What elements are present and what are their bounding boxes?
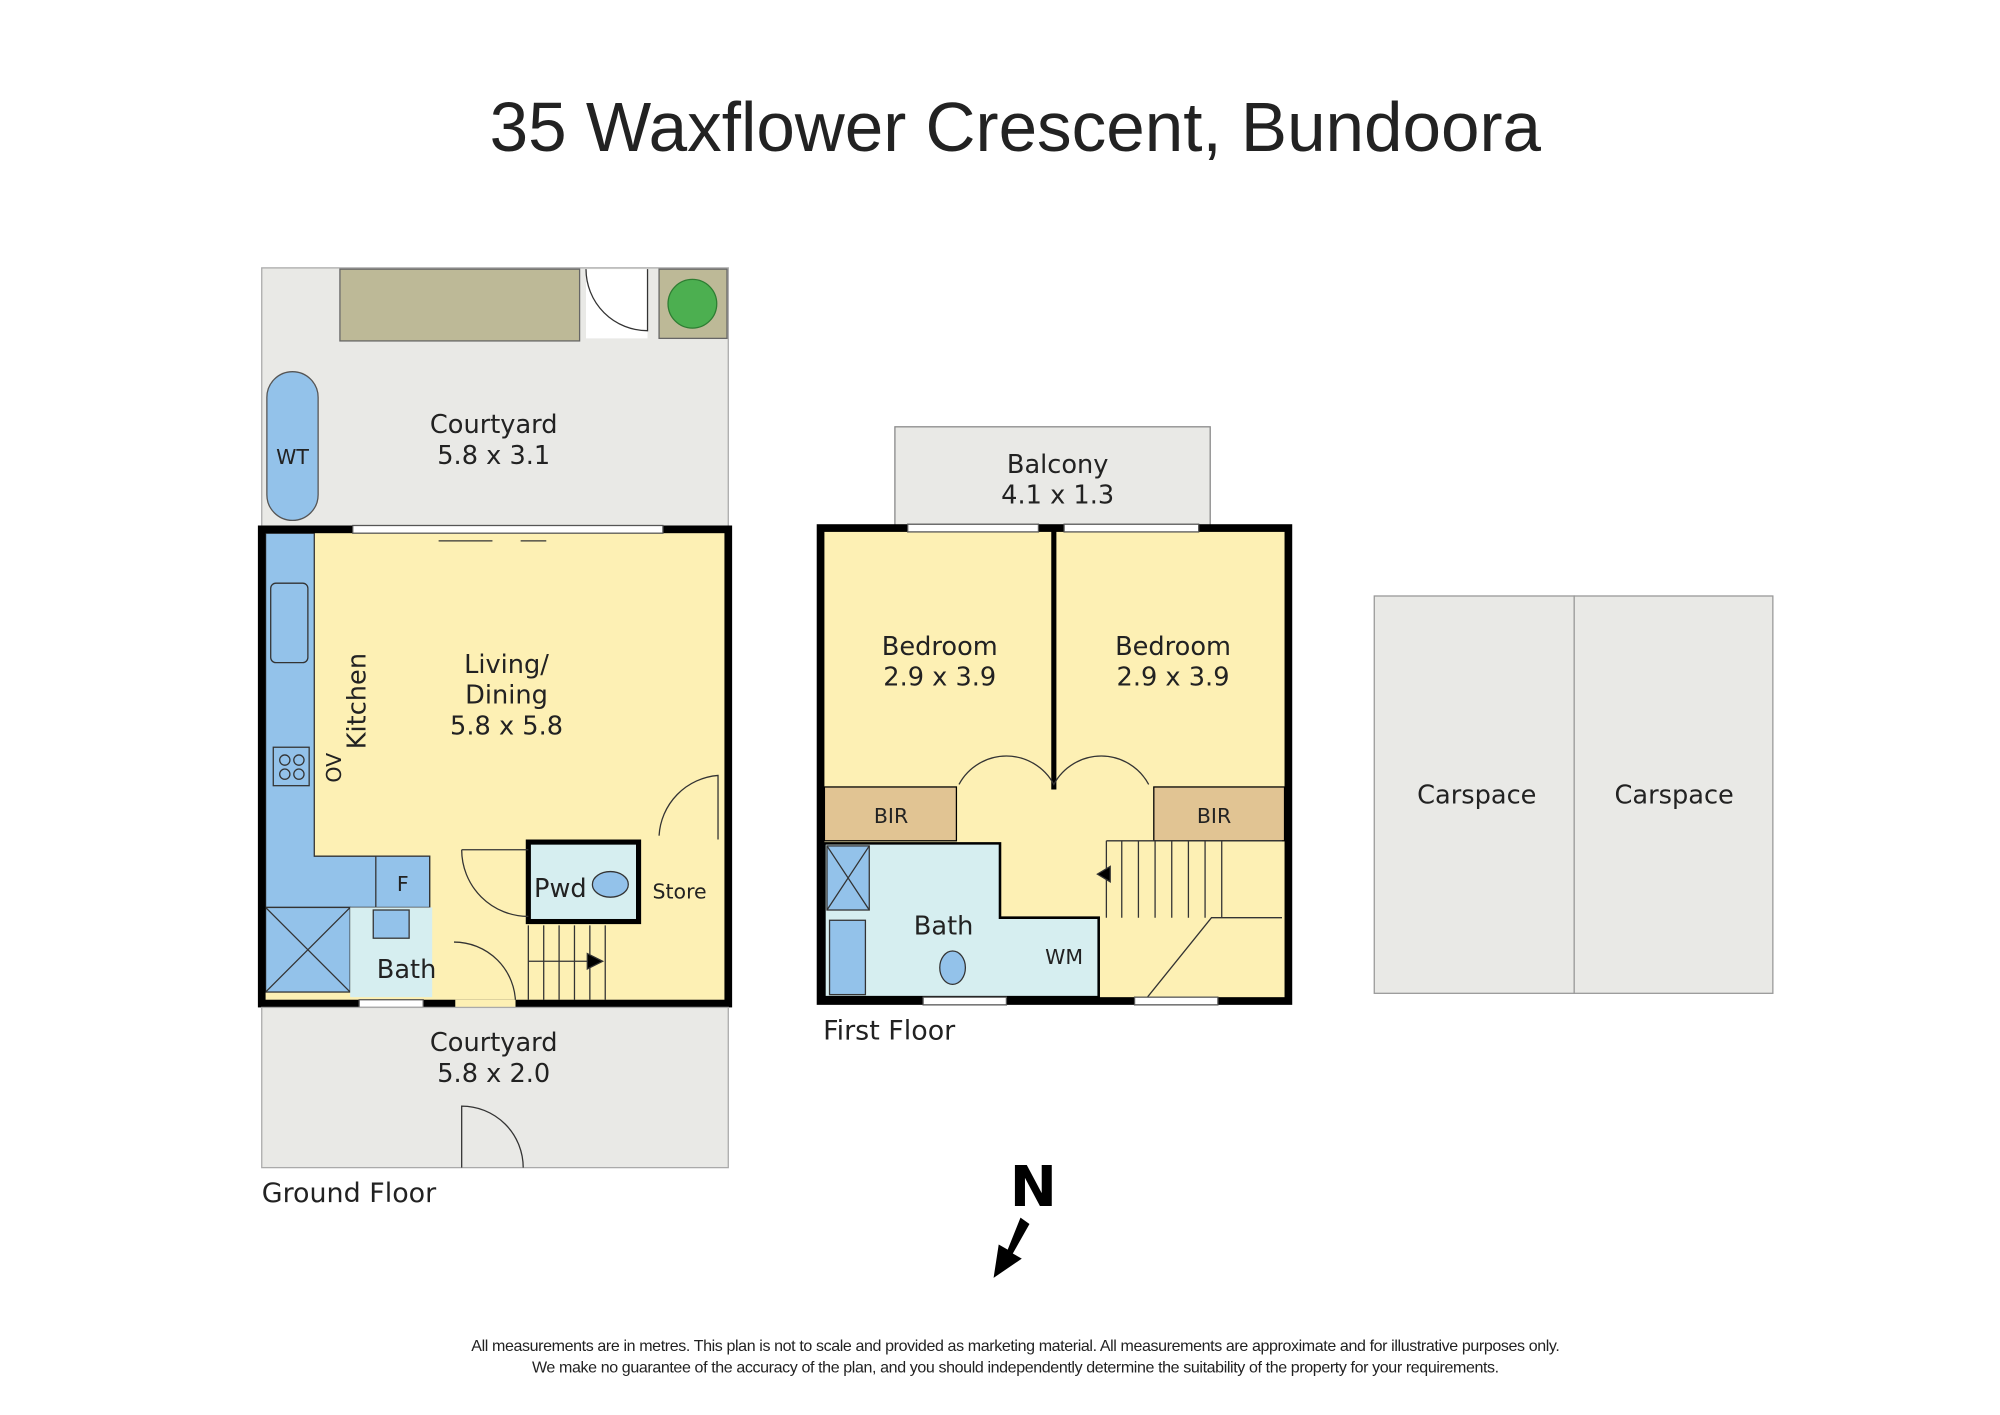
window bbox=[922, 996, 1008, 1006]
store-label: Store bbox=[652, 879, 706, 903]
carspace-2-label: Carspace bbox=[1615, 781, 1734, 811]
stairs-icon bbox=[1096, 840, 1282, 998]
cooktop-icon bbox=[272, 746, 310, 787]
balcony-name: Balcony bbox=[1007, 450, 1109, 480]
gate-door-icon bbox=[585, 269, 649, 339]
planter-box bbox=[339, 268, 581, 342]
water-tank bbox=[266, 371, 319, 522]
window bbox=[907, 523, 1040, 533]
living-name-2: Dining bbox=[465, 681, 548, 711]
oven-label: OV bbox=[322, 753, 346, 783]
front-courtyard-size: 5.8 x 2.0 bbox=[437, 1059, 550, 1089]
carspaces: Carspace Carspace bbox=[1373, 595, 1774, 994]
carspace-1-label: Carspace bbox=[1417, 781, 1536, 811]
first-floor-label: First Floor bbox=[823, 1015, 956, 1046]
page-title: 35 Waxflower Crescent, Bundoora bbox=[490, 88, 1542, 166]
bedroom-2-size: 2.9 x 3.9 bbox=[1117, 663, 1230, 693]
fridge-label: F bbox=[397, 872, 409, 896]
carspace-1 bbox=[1373, 595, 1575, 994]
store-door bbox=[658, 774, 719, 840]
wm-label: WM bbox=[1045, 945, 1083, 969]
bathtub-icon bbox=[828, 919, 867, 996]
bir-2 bbox=[1153, 786, 1286, 842]
sink-icon bbox=[270, 582, 309, 664]
window bbox=[1063, 523, 1200, 533]
window bbox=[1133, 996, 1219, 1006]
gate-icon bbox=[461, 1105, 524, 1168]
door-swing bbox=[461, 849, 529, 918]
north-arrow-icon: N bbox=[993, 1155, 1057, 1278]
sliding-door bbox=[352, 524, 664, 534]
balcony-size: 4.1 x 1.3 bbox=[1001, 481, 1114, 511]
north-label: N bbox=[1010, 1155, 1057, 1220]
bedroom-2-name: Bedroom bbox=[1115, 632, 1231, 662]
bir-1 bbox=[823, 786, 958, 842]
disclaimer-line-2: We make no guarantee of the accuracy of … bbox=[532, 1359, 1499, 1377]
bir-1-label: BIR bbox=[874, 804, 908, 828]
bir-2-label: BIR bbox=[1197, 804, 1231, 828]
front-door bbox=[453, 941, 517, 1004]
ground-floor: WT Courtyard 5.8 x 3.1 F OV Kitchen Livi… bbox=[257, 267, 733, 1209]
stairs-icon bbox=[527, 925, 606, 1000]
ground-bath-label: Bath bbox=[377, 955, 437, 985]
kitchen-label: Kitchen bbox=[343, 653, 373, 749]
water-tank-label: WT bbox=[276, 445, 309, 469]
powder-label: Pwd bbox=[534, 874, 587, 904]
bedroom-1-size: 2.9 x 3.9 bbox=[883, 663, 996, 693]
rear-courtyard-name: Courtyard bbox=[430, 410, 558, 440]
front-courtyard bbox=[261, 1006, 729, 1169]
carspace-2 bbox=[1573, 595, 1774, 994]
first-floor: Balcony 4.1 x 1.3 BIR BIR Bath WM Bedroo… bbox=[816, 426, 1293, 1046]
bedroom-1-name: Bedroom bbox=[882, 632, 998, 662]
fridge bbox=[375, 855, 431, 909]
first-bath-label: Bath bbox=[914, 911, 974, 941]
rear-courtyard-size: 5.8 x 3.1 bbox=[437, 441, 550, 471]
front-courtyard-name: Courtyard bbox=[430, 1028, 558, 1058]
living-name-1: Living/ bbox=[464, 650, 549, 680]
bedroom-doors bbox=[958, 755, 1150, 786]
living-size: 5.8 x 5.8 bbox=[450, 711, 563, 741]
basin-icon bbox=[372, 909, 410, 939]
ground-floor-label: Ground Floor bbox=[262, 1178, 437, 1209]
toilet-icon bbox=[591, 870, 629, 898]
tree-icon bbox=[667, 278, 718, 329]
toilet-icon bbox=[939, 950, 967, 985]
window bbox=[358, 999, 424, 1009]
balcony bbox=[894, 426, 1211, 529]
disclaimer-line-1: All measurements are in metres. This pla… bbox=[471, 1337, 1559, 1355]
